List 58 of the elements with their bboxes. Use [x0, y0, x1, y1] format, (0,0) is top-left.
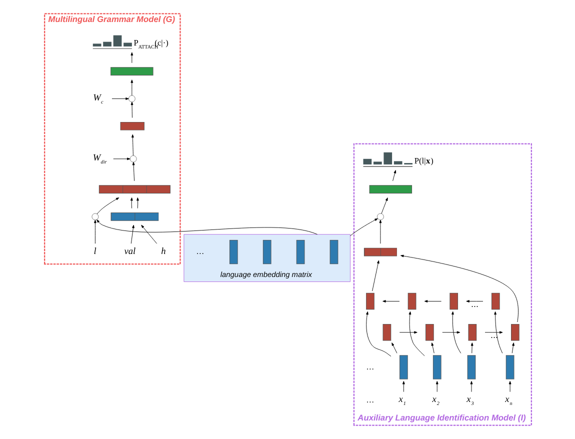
arrow — [402, 381, 404, 392]
node-circle — [129, 155, 136, 162]
node-text: x$_{3}$ — [466, 395, 474, 408]
arrow — [378, 220, 382, 244]
edge-label: ⋯ — [490, 332, 497, 342]
arrow — [424, 300, 442, 302]
label: … — [196, 246, 204, 256]
node-label: P$_{ATTACH}$(c|·) — [133, 38, 168, 51]
arrow — [484, 331, 502, 334]
node-text: x$_{2}$ — [432, 395, 439, 408]
arrow — [130, 134, 134, 156]
arrow — [470, 381, 472, 392]
arrow — [451, 311, 461, 354]
arrow — [398, 331, 417, 334]
node-circle — [91, 213, 98, 220]
arrow — [350, 218, 378, 236]
arrow — [136, 197, 138, 209]
arrow — [130, 224, 134, 244]
arrow — [372, 260, 379, 292]
node-text: h — [160, 246, 166, 257]
arrow — [466, 300, 483, 302]
arrow — [96, 220, 317, 235]
arrow — [132, 162, 134, 182]
arrow — [508, 381, 511, 392]
label: … — [366, 361, 374, 372]
arrow — [435, 381, 438, 392]
edge-label: ⋯ — [470, 302, 478, 311]
arrow — [96, 197, 119, 214]
node-text: W$_{dir}$ — [92, 154, 106, 166]
node-label: P(l|x) — [414, 156, 433, 166]
arrow — [392, 170, 396, 182]
arrow — [130, 80, 133, 96]
arrow — [400, 254, 518, 322]
arrow — [111, 98, 128, 100]
arrow — [442, 331, 460, 334]
node-text: l — [93, 246, 96, 257]
arrow — [391, 342, 397, 354]
arrow — [130, 102, 133, 118]
arrow — [94, 220, 96, 244]
node-text: x$_{1}$ — [398, 395, 406, 408]
node-text: W$_{c}$ — [92, 94, 103, 106]
label: … — [366, 394, 374, 404]
arrow — [380, 198, 388, 214]
arrow — [140, 224, 157, 244]
arrow — [470, 342, 473, 354]
node-circle — [376, 213, 384, 220]
arrow — [511, 342, 514, 354]
arrow — [494, 311, 502, 354]
node-text: val — [124, 246, 136, 257]
arrow — [130, 197, 132, 209]
node-text: x$_{n}$ — [504, 395, 512, 408]
arrow — [130, 52, 133, 64]
arrow — [382, 300, 400, 302]
arrow — [408, 311, 424, 356]
arrow — [366, 311, 391, 357]
arrow — [430, 342, 434, 354]
arrow — [112, 158, 130, 160]
node-circle — [128, 95, 135, 102]
